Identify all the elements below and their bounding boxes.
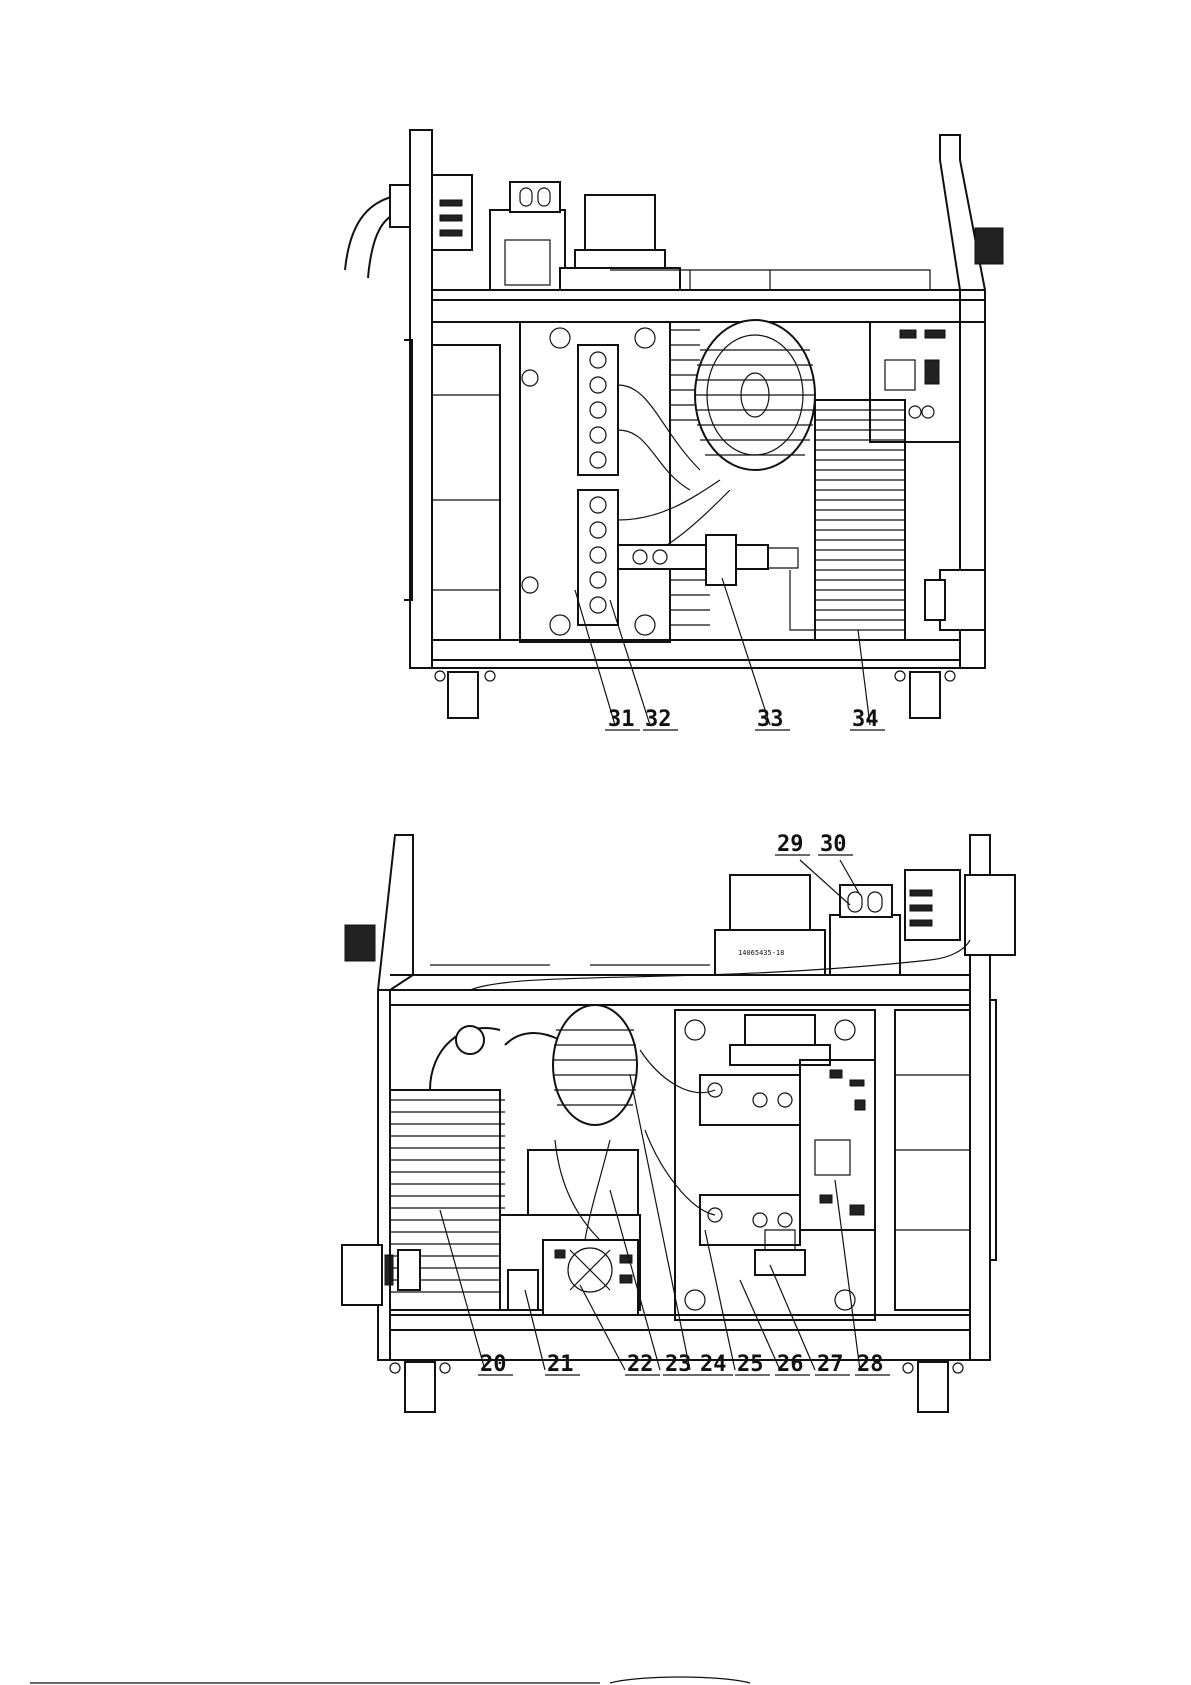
callout-26: 26 bbox=[777, 1352, 804, 1377]
callout-24: 24 bbox=[700, 1352, 727, 1377]
callout-33: 33 bbox=[757, 707, 784, 732]
transformer-label: 14065435-18 bbox=[738, 949, 784, 957]
callout-34: 34 bbox=[852, 707, 879, 732]
callout-29: 29 bbox=[777, 832, 804, 857]
callout-20: 20 bbox=[480, 1352, 507, 1377]
upper-view: 31 32 33 34 bbox=[345, 130, 1003, 732]
callout-31: 31 bbox=[608, 707, 635, 732]
callout-22: 22 bbox=[627, 1352, 654, 1377]
callout-27: 27 bbox=[817, 1352, 844, 1377]
callout-23: 23 bbox=[665, 1352, 692, 1377]
callout-25: 25 bbox=[737, 1352, 764, 1377]
lower-view: 14065435-18 bbox=[342, 832, 1015, 1412]
callout-28: 28 bbox=[857, 1352, 884, 1377]
callout-32: 32 bbox=[645, 707, 672, 732]
callout-30: 30 bbox=[820, 832, 847, 857]
callout-21: 21 bbox=[547, 1352, 574, 1377]
